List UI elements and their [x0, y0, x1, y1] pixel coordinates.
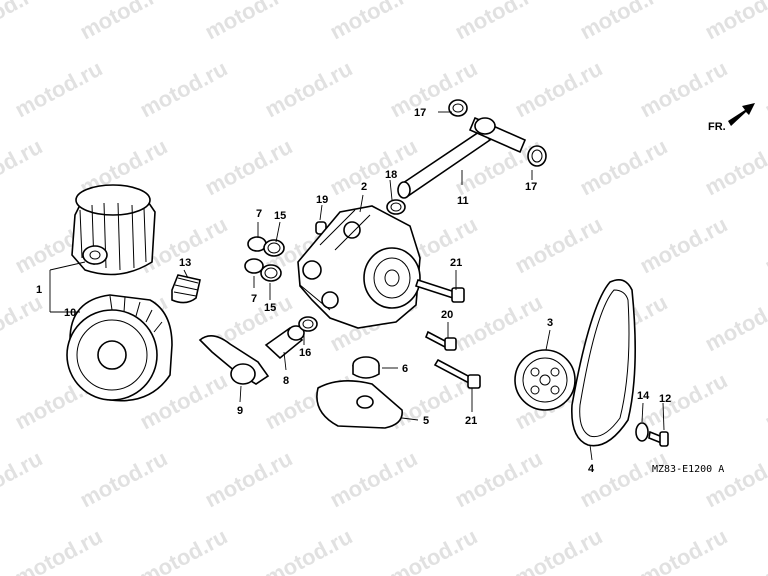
callout-18: 18: [385, 169, 397, 181]
callout-16: 16: [299, 347, 311, 359]
fr-label: FR.: [708, 121, 726, 133]
callout-14: 14: [637, 390, 650, 402]
watermark-text: motod.ru: [76, 0, 172, 44]
watermark-text: motod.ru: [326, 446, 422, 513]
callout-9: 9: [237, 405, 243, 417]
watermark-text: motod.ru: [0, 290, 47, 357]
watermark-text: motod.ru: [0, 134, 47, 201]
watermark-text: motod.ru: [11, 56, 107, 123]
callout-11: 11: [457, 195, 469, 207]
watermark-text: motod.ru: [636, 368, 732, 435]
watermark-text: motod.ru: [761, 212, 768, 279]
watermark-text: motod.ru: [511, 524, 607, 576]
oil-plug-6: [352, 356, 380, 379]
leader-lines: [183, 111, 665, 461]
watermark-text: motod.ru: [201, 0, 297, 44]
watermark-text: motod.ru: [511, 56, 607, 123]
watermark-text: motod.ru: [11, 524, 107, 576]
watermark-text: motod.ru: [636, 212, 732, 279]
watermark-text: motod.ru: [261, 524, 357, 576]
oil-pump-assembly: [297, 205, 421, 329]
callout-21b: 21: [465, 415, 477, 427]
front-direction-arrow: FR.: [708, 103, 755, 133]
watermark-text: motod.ru: [761, 368, 768, 435]
watermark-text: motod.ru: [576, 446, 672, 513]
watermark-text: motod.ru: [701, 446, 768, 513]
oil-pump-drive-chain: [571, 279, 636, 447]
callout-7a: 7: [256, 208, 262, 220]
oil-strainer: [316, 380, 403, 429]
watermark-text: motod.ru: [201, 134, 297, 201]
watermark-text: motod.ru: [136, 56, 232, 123]
callout-19: 19: [316, 194, 328, 206]
oil-pipe: [397, 116, 527, 199]
callout-21a: 21: [450, 257, 462, 269]
callout-5: 5: [423, 415, 429, 427]
watermark-text: motod.ru: [701, 290, 768, 357]
watermark-text: motod.ru: [701, 134, 768, 201]
callout-17b: 17: [525, 181, 537, 193]
watermark-text: motod.ru: [136, 524, 232, 576]
callout-3: 3: [547, 317, 553, 329]
watermark-text: motod.ru: [701, 0, 768, 44]
watermark-text: motod.ru: [326, 0, 422, 44]
collar-8: [264, 316, 318, 360]
watermark-text: motod.ru: [201, 446, 297, 513]
watermark-text: motod.ru: [0, 446, 47, 513]
callout-15a: 15: [274, 210, 286, 222]
callout-4: 4: [588, 463, 595, 475]
watermark-text: motod.ru: [636, 56, 732, 123]
callout-15b: 15: [264, 302, 276, 314]
callout-numbers: 1 2 3 4 5 6 7 7 8 9 10 11 12 13 14 15 15…: [36, 107, 671, 475]
callout-20: 20: [441, 309, 453, 321]
callout-8: 8: [283, 375, 289, 387]
callout-17a: 17: [414, 107, 426, 119]
pump-mounting-bolts: [414, 278, 481, 389]
callout-1: 1: [36, 284, 42, 296]
watermark-text: motod.ru: [451, 446, 547, 513]
oil-pump-sprocket: [514, 349, 576, 411]
watermark-text: motod.ru: [761, 56, 768, 123]
strainer-pipe: [198, 335, 270, 385]
oil-filter: [66, 294, 173, 402]
callout-13: 13: [179, 257, 191, 269]
diagram-code: MZ83-E1200 A: [652, 464, 724, 475]
callout-6: 6: [402, 363, 408, 375]
filter-center-bolt: [171, 274, 201, 304]
pipe-o-rings: [386, 99, 547, 215]
watermark-text: motod.ru: [451, 0, 547, 44]
oil-filter-cap: [71, 184, 156, 276]
watermark-text: motod.ru: [636, 524, 732, 576]
watermark-text: motod.ru: [761, 524, 768, 576]
watermark-text: motod.ru: [511, 212, 607, 279]
watermark-text: motod.ru: [0, 0, 47, 44]
callout-10: 10: [64, 307, 76, 319]
watermark-text: motod.ru: [576, 134, 672, 201]
watermark-text: motod.ru: [451, 290, 547, 357]
callout-bracket-1-10: [49, 261, 86, 313]
watermark-text: motod.ru: [386, 56, 482, 123]
dowel-pins-and-o-rings: [244, 236, 285, 282]
watermark-text: motod.ru: [76, 446, 172, 513]
watermark-text: motod.ru: [261, 56, 357, 123]
callout-2: 2: [361, 181, 367, 193]
callout-7b: 7: [251, 293, 257, 305]
watermark-text: motod.ru: [576, 0, 672, 44]
callout-12: 12: [659, 393, 671, 405]
sprocket-washer-and-bolt: [635, 422, 669, 447]
watermark-text: motod.ru: [386, 524, 482, 576]
